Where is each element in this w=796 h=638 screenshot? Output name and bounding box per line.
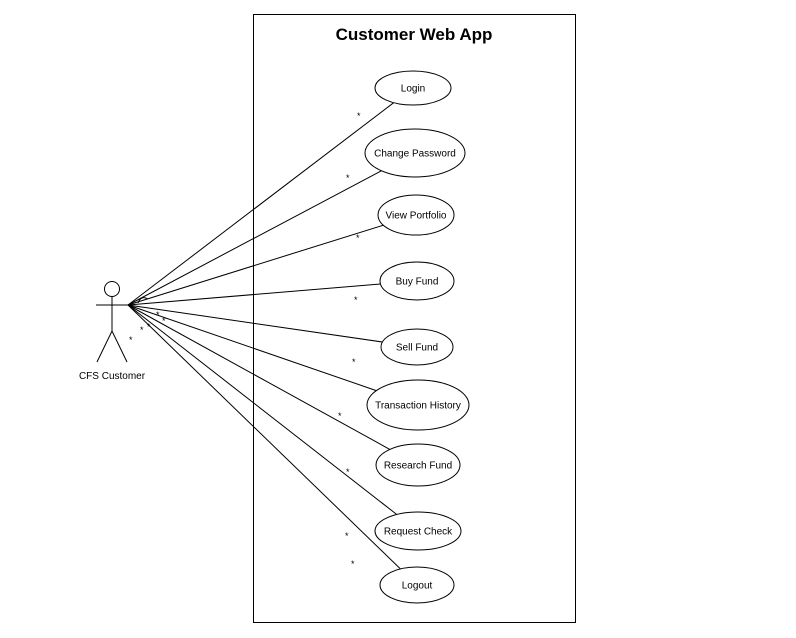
use-case-label: View Portfolio: [386, 211, 447, 222]
use-case-ellipse: [374, 70, 452, 106]
actor-multiplicity: *: [147, 322, 151, 332]
use-case-multiplicity: *: [357, 111, 361, 121]
use-case-multiplicity: *: [356, 233, 360, 243]
association-line-6: [127, 304, 377, 392]
use-case-multiplicity: *: [352, 357, 356, 367]
use-case-ellipse: [374, 511, 462, 551]
use-case-label: Request Check: [384, 527, 453, 538]
actor-head: [104, 281, 120, 297]
use-case-ellipse: [375, 443, 461, 487]
use-case-label: Logout: [402, 581, 433, 592]
association-lines: [127, 102, 401, 570]
use-case-research-fund[interactable]: Research Fund: [375, 443, 461, 487]
association-hub-curl: [137, 297, 149, 304]
system-boundary: [253, 14, 576, 623]
use-case-ellipse: [380, 328, 454, 366]
use-case-ellipse: [377, 194, 455, 236]
use-case-login[interactable]: Login: [374, 70, 452, 106]
association-line-1: [127, 102, 395, 306]
association-line-5: [127, 304, 383, 343]
use-case-ellipse: [364, 128, 466, 178]
use-case-label: Sell Fund: [396, 343, 438, 354]
actor-multiplicity: *: [162, 316, 166, 326]
use-case-ellipse: [379, 261, 455, 301]
use-case-logout[interactable]: Logout: [379, 566, 455, 604]
actor-left-leg: [96, 330, 113, 363]
use-case-buy-fund[interactable]: Buy Fund: [379, 261, 455, 301]
association-line-4: [127, 283, 381, 306]
use-case-label: Research Fund: [384, 461, 452, 472]
use-case-label: Login: [401, 84, 425, 95]
association-line-2: [127, 170, 382, 306]
use-case-label: Transaction History: [375, 401, 461, 412]
use-case-multiplicity: *: [354, 295, 358, 305]
use-case-label: Change Password: [374, 149, 456, 160]
actor-multiplicity: *: [140, 325, 144, 335]
actor-cfs-customer[interactable]: [96, 281, 128, 363]
association-line-8: [127, 304, 398, 515]
use-case-view-portfolio[interactable]: View Portfolio: [377, 194, 455, 236]
actor-multiplicity: *: [156, 310, 160, 320]
use-case-sell-fund[interactable]: Sell Fund: [380, 328, 454, 366]
actor-multiplicity: *: [129, 335, 133, 345]
association-line-7: [127, 304, 391, 450]
use-case-multiplicity: *: [346, 173, 350, 183]
actor-right-leg: [111, 330, 128, 363]
use-case-label: Buy Fund: [396, 277, 439, 288]
use-case-ellipse: [366, 379, 470, 431]
use-case-multiplicity: *: [351, 559, 355, 569]
association-line-3: [127, 224, 384, 306]
association-line-9: [127, 304, 401, 570]
use-case-transaction-history[interactable]: Transaction History: [366, 379, 470, 431]
use-case-change-password[interactable]: Change Password: [364, 128, 466, 178]
use-case-request-check[interactable]: Request Check: [374, 511, 462, 551]
use-case-multiplicity: *: [338, 411, 342, 421]
actor-name: CFS Customer: [79, 371, 146, 382]
use-case-multiplicity: *: [346, 467, 350, 477]
use-case-multiplicity: *: [345, 531, 349, 541]
system-title: Customer Web App: [336, 25, 493, 44]
use-case-ellipse: [379, 566, 455, 604]
